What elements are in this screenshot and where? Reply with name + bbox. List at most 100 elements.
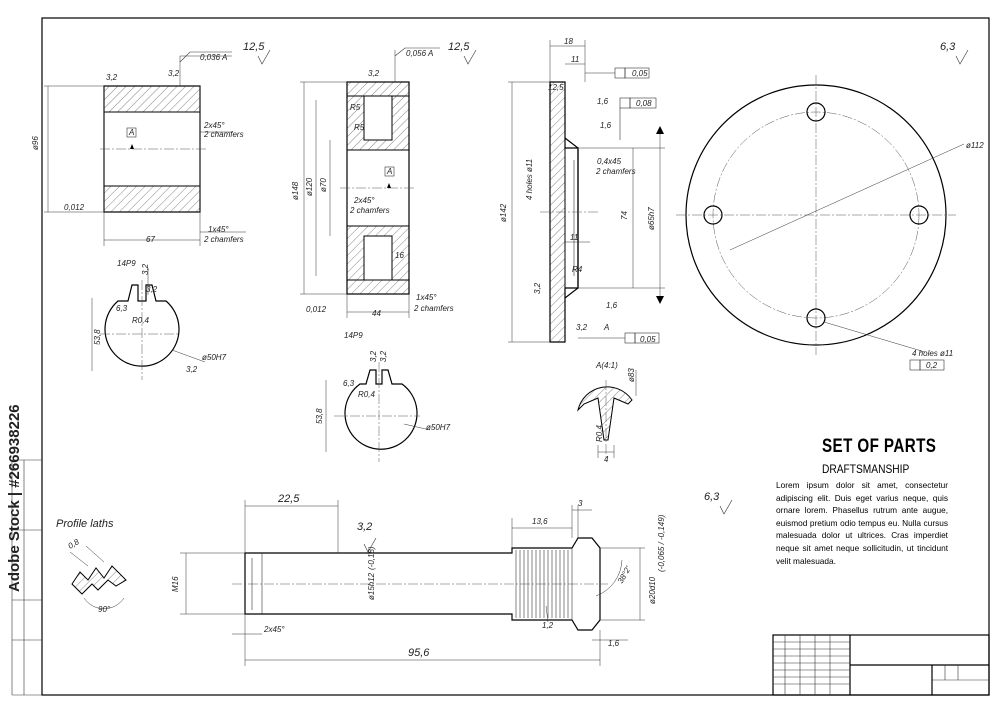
part2-length: 44 (372, 309, 381, 318)
part3-d2: ø65h7 (647, 207, 656, 230)
title-block (772, 634, 990, 696)
profile-width: 0,8 (67, 537, 82, 551)
part1-section-key: 14P9 (117, 259, 136, 268)
shaft-dia-end: ø20d10 (648, 576, 657, 604)
part1-section-r3: 3,2 (186, 365, 198, 374)
part3-tol3: 0,05 (640, 335, 656, 344)
part1-tol-bottom: 0,012 (64, 203, 85, 212)
part3-r2: 1,6 (600, 121, 612, 130)
part2-chamfer-note: 2 chamfers (349, 206, 390, 215)
part2-section (325, 362, 431, 462)
part2-r1: R5 (350, 103, 361, 112)
part2-section-height: 53,8 (315, 408, 324, 424)
part3-chamfer-note: 2 chamfers (595, 167, 636, 176)
shaft-dia-mid: ø15h12 (367, 572, 376, 600)
part2-chamfer: 2x45° (353, 196, 375, 205)
part3-r5: 3,2 (576, 323, 588, 332)
part2-section-bore: ø50H7 (426, 423, 451, 432)
part3-w1: 18 (564, 37, 573, 46)
part3-chamfer: 0,4x45 (597, 157, 622, 166)
part3-section-width: 4 (604, 455, 609, 464)
part2-tol-bottom: 0,012 (306, 305, 327, 314)
part2-roughness-icon (463, 49, 477, 65)
part2-d3: ø70 (319, 178, 328, 192)
part3-radius: R4 (572, 265, 583, 274)
shaft-roughness-icon (719, 499, 733, 515)
part1-section-r1: 3,2 (141, 263, 150, 275)
part2-datum-mark: A (386, 167, 392, 176)
shaft-dia-end-tol: (-0,065 / -0,149) (657, 514, 666, 572)
profile-angle: 90° (98, 605, 111, 614)
shaft-len-spline: 13,6 (532, 517, 548, 526)
shaft-total-length: 95,6 (408, 647, 430, 659)
part3-r4: 1,6 (606, 301, 618, 310)
part3-holes: 4 holes ø11 (525, 159, 534, 200)
part3-r1: 1,6 (597, 97, 609, 106)
part3-tol2: 0,08 (636, 99, 652, 108)
part1-datum: A (221, 53, 227, 62)
shaft-len-thread: 22,5 (277, 493, 300, 505)
shaft-angle: 38°2' (616, 564, 633, 585)
part2-chamfer2-note: 2 chamfers (413, 304, 454, 313)
shaft-r-b: 1,6 (608, 639, 620, 648)
part2-tol-top: 0,056 (406, 49, 427, 58)
part2-hub (300, 47, 440, 318)
part2-datum: A (427, 49, 433, 58)
shaft-dia-mid-tol: (-0,18) (367, 546, 376, 570)
part1-dia: ø96 (31, 136, 40, 150)
part3-detail-section (577, 370, 637, 460)
part2-chamfer2: 1x45° (416, 293, 437, 302)
part2-section-rough: 6,3 (343, 379, 355, 388)
part2-web: 16 (395, 251, 404, 260)
part1-section (91, 268, 206, 380)
part1-datum-mark: A (128, 128, 134, 137)
shaft (180, 500, 645, 666)
shaft-r-a: 1,2 (542, 621, 554, 630)
shaft-thread: M16 (171, 576, 180, 592)
page-subtitle: DRAFTSMANSHIP (822, 462, 910, 476)
part2-section-r2: 3,2 (379, 350, 388, 362)
profile-label: Profile laths (56, 518, 114, 530)
shaft-rough-mid: 3,2 (357, 521, 372, 533)
page-title: SET OF PARTS (822, 436, 937, 457)
description-text: Lorem ipsum dolor sit amet, consectetur … (776, 480, 948, 566)
part4-holes: 4 holes ø11 (912, 349, 953, 358)
part3-len74: 74 (620, 211, 629, 220)
part4-plate (676, 75, 965, 371)
part3-w3: 11 (570, 233, 578, 242)
part3-r3: 3,2 (533, 282, 542, 294)
stock-id: Adobe Stock | #266938226 (6, 404, 23, 592)
part3-section-dia: ø83 (627, 368, 636, 382)
shaft-roughness: 6,3 (704, 491, 720, 503)
part2-d2: ø120 (305, 177, 314, 196)
part2-r2: R5 (354, 123, 365, 132)
part2-section-r1: 3,2 (369, 350, 378, 362)
part1-tol-top: 0,036 (200, 53, 221, 62)
part1-roughness: 12,5 (243, 41, 265, 53)
part1-chamfer2: 1x45° (208, 225, 229, 234)
part1-chamfer: 2x45° (203, 121, 225, 130)
profile-laths (69, 545, 127, 609)
shaft-len-collar: 3 (578, 499, 583, 508)
part1-bushing (44, 51, 246, 246)
part3-roughness: 12,5 (548, 83, 564, 92)
part1-chamfer-note: 2 chamfers (203, 130, 244, 139)
part1-section-bore: ø50H7 (202, 353, 227, 362)
part2-d1: ø148 (291, 181, 300, 200)
part3-section-label: A(4:1) (595, 361, 618, 370)
part3-w2: 11 (571, 55, 579, 64)
part2-roughness: 12,5 (448, 41, 470, 53)
part1-chamfer2-note: 2 chamfers (203, 235, 244, 244)
part1-section-height: 53,8 (93, 329, 102, 345)
part3-tol1: 0,05 (632, 69, 648, 78)
sheet-frame (41, 17, 990, 696)
part1-section-rough: 6,3 (116, 304, 128, 313)
part3-datum: A (603, 323, 609, 332)
part2-r-top: 3,2 (368, 69, 380, 78)
part1-length: 67 (146, 235, 155, 244)
part4-pos-tol: 0,2 (926, 361, 938, 370)
part3-d1: ø142 (499, 203, 508, 222)
part4-dia: ø112 (966, 141, 984, 150)
part1-r-right: 3,2 (168, 69, 180, 78)
part1-section-r2: 3,2 (146, 285, 158, 294)
